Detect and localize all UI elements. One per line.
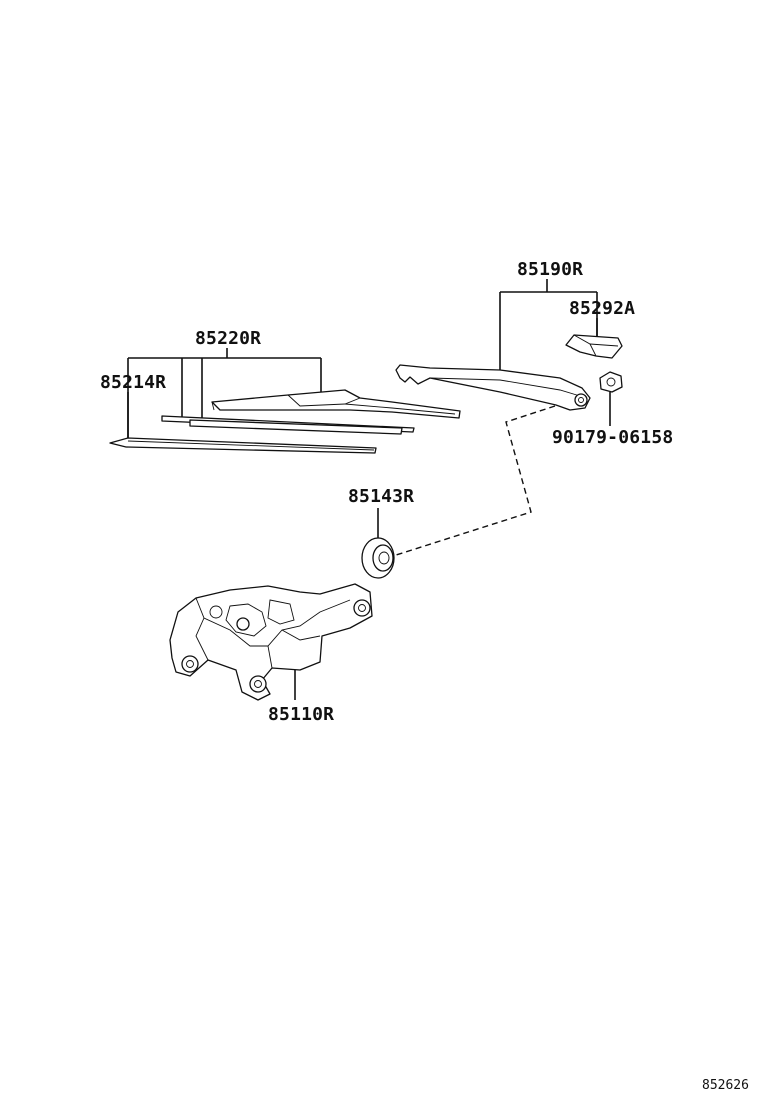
part-label-85143r: 85143R — [348, 486, 415, 507]
part-label-85190r: 85190R — [517, 259, 584, 280]
wiper-rubber-drawing — [109, 415, 415, 454]
arm-nut-drawing — [599, 371, 623, 393]
part-label-85110r: 85110R — [268, 704, 335, 725]
grommet-drawing — [361, 537, 395, 579]
wiper-arm-drawing — [395, 364, 591, 411]
part-label-85292a: 85292A — [569, 298, 636, 319]
wiper-motor-drawing — [169, 583, 373, 701]
arm-cap-drawing — [565, 334, 623, 359]
part-label-85214r: 85214R — [100, 372, 167, 393]
figure-reference: 852626 — [702, 1078, 749, 1093]
part-label-90179-06158: 90179-06158 — [552, 427, 674, 448]
leader-lines — [127, 279, 611, 700]
part-label-85220r: 85220R — [195, 328, 262, 349]
wiper-blade-drawing — [189, 389, 461, 435]
